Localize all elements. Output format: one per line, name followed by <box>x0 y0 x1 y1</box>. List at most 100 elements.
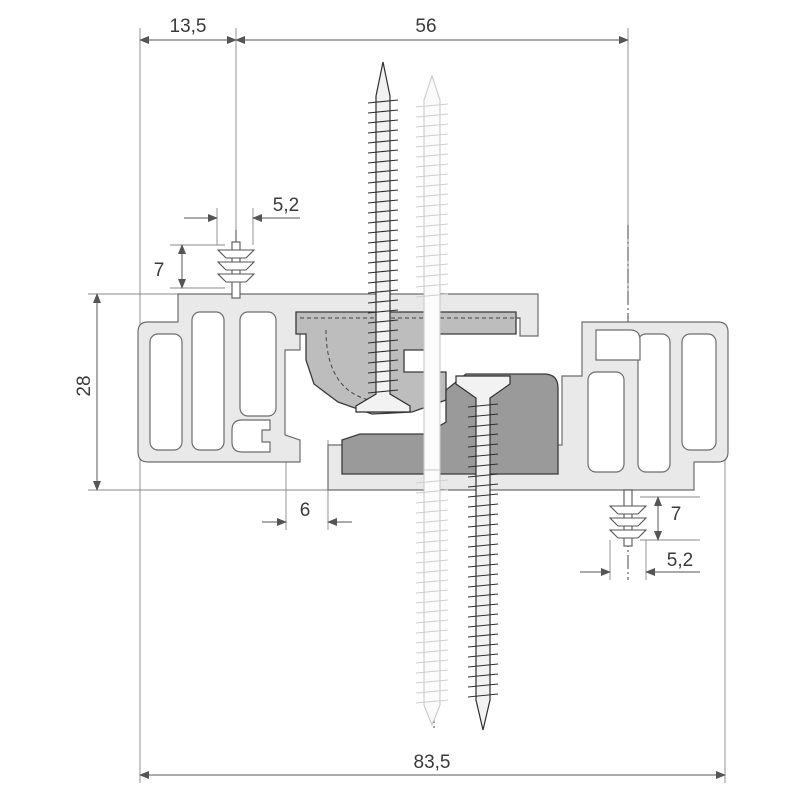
screw-thread <box>415 629 449 634</box>
screw-thread <box>367 239 399 244</box>
screw-thread <box>367 289 399 294</box>
screw-thread <box>467 653 499 658</box>
hidden-fastening-clip <box>295 311 559 475</box>
left-seal-fins <box>216 241 256 299</box>
screw-thread <box>367 129 399 134</box>
screw-thread <box>415 609 449 614</box>
screw-thread <box>467 573 499 578</box>
dimension-lines <box>93 36 726 779</box>
screw-thread <box>367 209 399 214</box>
screw-thread <box>367 139 399 144</box>
screw-thread <box>467 513 499 518</box>
screw-thread <box>415 679 449 684</box>
screw-thread <box>367 309 399 314</box>
screw-thread <box>367 359 399 364</box>
screw-thread <box>415 669 449 674</box>
screw-thread <box>415 569 449 574</box>
screw-thread <box>415 489 449 494</box>
screw-thread <box>467 443 499 448</box>
screw-thread <box>467 563 499 568</box>
screw-thread <box>367 349 399 354</box>
screw-thread <box>467 683 499 688</box>
screw-thread <box>415 519 449 524</box>
screw-thread <box>415 253 449 258</box>
screw-thread <box>467 413 499 418</box>
screw-thread <box>415 283 449 288</box>
screw-thread <box>415 173 449 178</box>
screw-thread <box>415 579 449 584</box>
screw-thread <box>415 223 449 228</box>
screw-thread <box>367 109 399 114</box>
screw-thread <box>415 163 449 168</box>
dim-profile-height: 28 <box>74 375 95 396</box>
screw-thread <box>415 539 449 544</box>
screw-thread <box>415 549 449 554</box>
screw-thread <box>467 643 499 648</box>
screw-thread <box>467 543 499 548</box>
screw-thread <box>367 229 399 234</box>
screw-thread <box>467 583 499 588</box>
dim-top-left-width: 13,5 <box>170 16 207 37</box>
screw-thread <box>415 213 449 218</box>
screw-thread <box>467 463 499 468</box>
screw-thread <box>367 339 399 344</box>
screw-thread <box>415 103 449 108</box>
screw-thread <box>415 619 449 624</box>
dim-seal-height-left: 7 <box>154 260 165 281</box>
screw-thread <box>415 699 449 704</box>
screw-thread <box>367 169 399 174</box>
screw-thread <box>415 153 449 158</box>
screw-thread <box>415 293 449 298</box>
screw-thread <box>467 673 499 678</box>
dim-overall-width: 83,5 <box>414 752 451 773</box>
screw-thread <box>415 589 449 594</box>
dim-offset-bottom: 6 <box>300 500 311 521</box>
dim-top-right-width: 56 <box>415 16 436 37</box>
screw-thread <box>367 189 399 194</box>
screw-thread <box>367 259 399 264</box>
screw-thread <box>367 319 399 324</box>
screw-thread <box>467 473 499 478</box>
screw-thread <box>415 529 449 534</box>
screw-thread <box>415 233 449 238</box>
screw-thread <box>415 243 449 248</box>
dim-seal-height-right: 7 <box>671 504 682 525</box>
screw-thread <box>467 523 499 528</box>
screw-thread <box>415 263 449 268</box>
dimension-labels: 13,5 56 5,2 7 28 6 7 5,2 83,5 <box>74 16 693 773</box>
left-screw <box>355 61 411 413</box>
right-seal-fins <box>608 489 648 547</box>
screw-thread <box>467 593 499 598</box>
screw-thread <box>415 143 449 148</box>
screw-thread <box>367 99 399 104</box>
screw-thread <box>467 603 499 608</box>
screw-thread <box>467 693 499 698</box>
screw-thread <box>367 249 399 254</box>
screw-thread <box>415 499 449 504</box>
ghost-screw <box>415 74 449 727</box>
screw-thread <box>467 623 499 628</box>
screw-thread <box>367 179 399 184</box>
screw-thread <box>415 203 449 208</box>
screw-thread <box>415 599 449 604</box>
screw-thread <box>367 369 399 374</box>
screw-thread <box>467 483 499 488</box>
screw-thread <box>367 279 399 284</box>
screw-thread <box>467 453 499 458</box>
screw-thread <box>367 219 399 224</box>
screw-thread <box>415 559 449 564</box>
screw-thread <box>415 123 449 128</box>
screw-thread <box>367 119 399 124</box>
screw-thread <box>415 659 449 664</box>
screw-thread <box>367 329 399 334</box>
screw-thread <box>415 479 449 484</box>
screw-thread <box>415 509 449 514</box>
screw-thread <box>367 269 399 274</box>
screw-thread <box>467 613 499 618</box>
screw-thread <box>367 379 399 384</box>
screw-thread <box>415 133 449 138</box>
right-screw <box>455 375 511 731</box>
dim-seal-width-right: 5,2 <box>667 550 693 571</box>
screw-thread <box>467 663 499 668</box>
